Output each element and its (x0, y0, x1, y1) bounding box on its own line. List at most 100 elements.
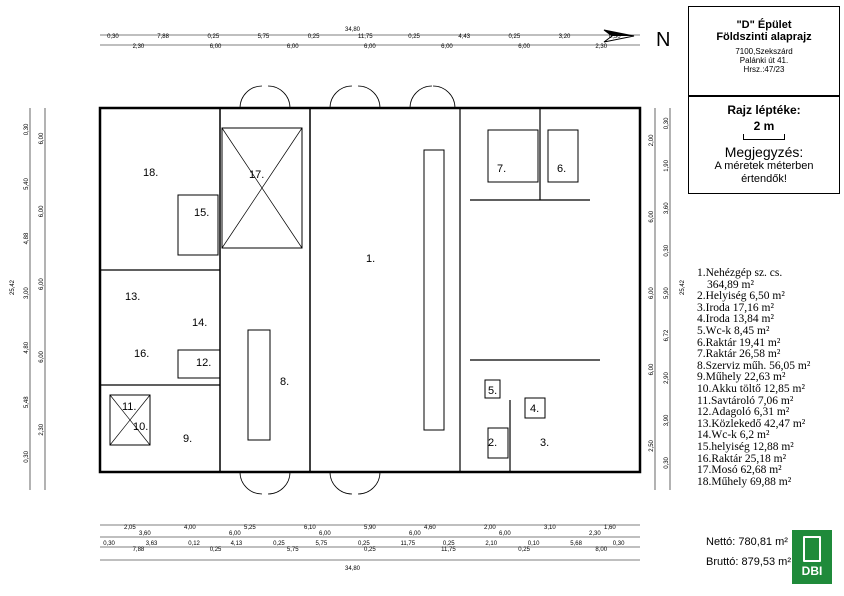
gross-area: Bruttó: 879,53 m² (706, 556, 791, 568)
room-17-label: 17. (249, 169, 264, 181)
note-text: A méretek méterben értendők! (714, 160, 814, 185)
legend-line: 5.Wc-k 8,45 m² (697, 324, 770, 337)
dimension-label: 6,00 (409, 531, 421, 537)
dimension-label: 0,30 (613, 541, 625, 547)
title-panel: "D" Épület Földszinti alaprajz 7100,Szek… (688, 6, 840, 96)
legend-line: 11.Savtároló 7,06 m² (697, 394, 794, 407)
room-2-label: 2. (488, 437, 497, 449)
legend-line: 16.Raktár 25,18 m² (697, 452, 787, 465)
dimension-label: 2,10 (485, 541, 497, 547)
room-16-label: 16. (134, 348, 149, 360)
logo-text: DBI (801, 564, 823, 578)
dimension-label: 4,00 (184, 525, 196, 531)
dimension-label: 3,00 (24, 287, 30, 299)
dimension-label: 1,90 (664, 159, 670, 171)
dimension-label: 3,20 (559, 34, 571, 40)
dimension-label: 2,30 (133, 44, 145, 50)
legend-line: 7.Raktár 26,58 m² (697, 348, 781, 361)
street: Palánki út 41. (739, 56, 789, 65)
dimension-label: 6,00 (39, 132, 45, 144)
dimension-label: 2,05 (124, 525, 136, 531)
dimension-label: 3,60 (664, 202, 670, 214)
legend-line: 15.helyiség 12,88 m² (697, 440, 794, 453)
dimension-label: 5,68 (570, 541, 582, 547)
plan-name: Földszinti alaprajz (716, 31, 812, 43)
legend-line: 18.Műhely 69,88 m² (697, 475, 792, 488)
walls (98, 106, 642, 474)
dimension-label: 5,90 (364, 525, 376, 531)
room-12-label: 12. (196, 357, 211, 369)
dimension-label: 0,25 (443, 541, 455, 547)
dimension-label: 2,00 (484, 525, 496, 531)
legend-line: 1.Nehézgép sz. cs. (697, 267, 783, 279)
legend-line: 3.Iroda 17,16 m² (697, 301, 774, 314)
north-arrow-icon: N (603, 29, 670, 51)
dimension-label: 6,00 (649, 363, 655, 375)
right-total-dimension: 25,42 (680, 279, 686, 295)
dimension-label: 0,30 (103, 541, 115, 547)
dimension-label: 2,30 (39, 423, 45, 435)
dimension-label: 0,30 (664, 456, 670, 468)
room-legend: 1.Nehézgép sz. cs. 364,89 m² 2.Helyiség … (697, 267, 837, 488)
dimension-label: 2,00 (649, 134, 655, 146)
dimension-label: 0,25 (408, 34, 420, 40)
dimension-label: 6,00 (649, 210, 655, 222)
dimension-label: 11,75 (358, 34, 373, 40)
dimension-label: 3,63 (146, 541, 158, 547)
dimension-label: 6,00 (39, 278, 45, 290)
room-6-label: 6. (557, 163, 566, 175)
room-18-label: 18. (143, 167, 158, 179)
dimension-label: 5,48 (24, 396, 30, 408)
net-area: Nettó: 780,81 m² (706, 536, 788, 548)
dimension-label: 2,90 (664, 372, 670, 384)
building-name: "D" Épület (736, 19, 792, 31)
dimension-label: 0,30 (107, 34, 119, 40)
dimension-label: 6,10 (304, 525, 316, 531)
dimension-label: 1,60 (604, 525, 616, 531)
dimension-label: 5,75 (316, 541, 328, 547)
dimension-label: 0,30 (24, 123, 30, 135)
dimension-label: 11,75 (441, 547, 456, 553)
dimension-label: 5,75 (258, 34, 270, 40)
dimension-label: 0,25 (358, 541, 370, 547)
dimension-label: 2,30 (595, 44, 607, 50)
dimension-label: 5,90 (664, 287, 670, 299)
dimension-label: 0,10 (528, 541, 540, 547)
dimension-label: 0,25 (518, 547, 530, 553)
doors (239, 85, 456, 495)
dimension-label: 6,72 (664, 329, 670, 341)
legend-line: 364,89 m² (707, 278, 754, 291)
left-total-dimension: 25,42 (10, 279, 16, 295)
scale-value: 2 m (753, 119, 775, 133)
scale-bar (743, 134, 785, 140)
dimension-label: 4,88 (24, 232, 30, 244)
room-15-label: 15. (194, 207, 209, 219)
dimension-label: 6,00 (518, 44, 530, 50)
dimension-label: 0,30 (24, 450, 30, 462)
scale-panel: Rajz léptéke: 2 m Megjegyzés: A méretek … (688, 96, 840, 194)
room-4-label: 4. (530, 403, 539, 415)
dimension-label: 3,10 (544, 525, 556, 531)
dimension-label: 0,25 (208, 34, 220, 40)
dimension-label: 0,12 (188, 541, 200, 547)
dimension-label: 0,30 (609, 34, 621, 40)
dimension-label: 3,60 (139, 531, 151, 537)
legend-line: 6.Raktár 19,41 m² (697, 336, 781, 349)
dimension-label: 2,30 (589, 531, 601, 537)
note-title: Megjegyzés: (724, 144, 804, 160)
bottom-total-dimension: 34,80 (345, 566, 361, 572)
dimension-lines (29, 34, 671, 561)
dimension-label: 6,00 (441, 44, 453, 50)
city: 7100,Szekszárd (735, 47, 793, 56)
dimension-label: 0,25 (364, 547, 376, 553)
room-9-label: 9. (183, 433, 192, 445)
dimension-label: 6,00 (319, 531, 331, 537)
dimension-label: 5,25 (244, 525, 256, 531)
dimension-label: 11,75 (401, 541, 416, 547)
dimension-label: 6,00 (364, 44, 376, 50)
dimension-label: 8,00 (595, 547, 607, 553)
dimension-label: 4,43 (458, 34, 470, 40)
legend-line: 4.Iroda 13,84 m² (697, 313, 774, 326)
dimension-label: 6,00 (229, 531, 241, 537)
